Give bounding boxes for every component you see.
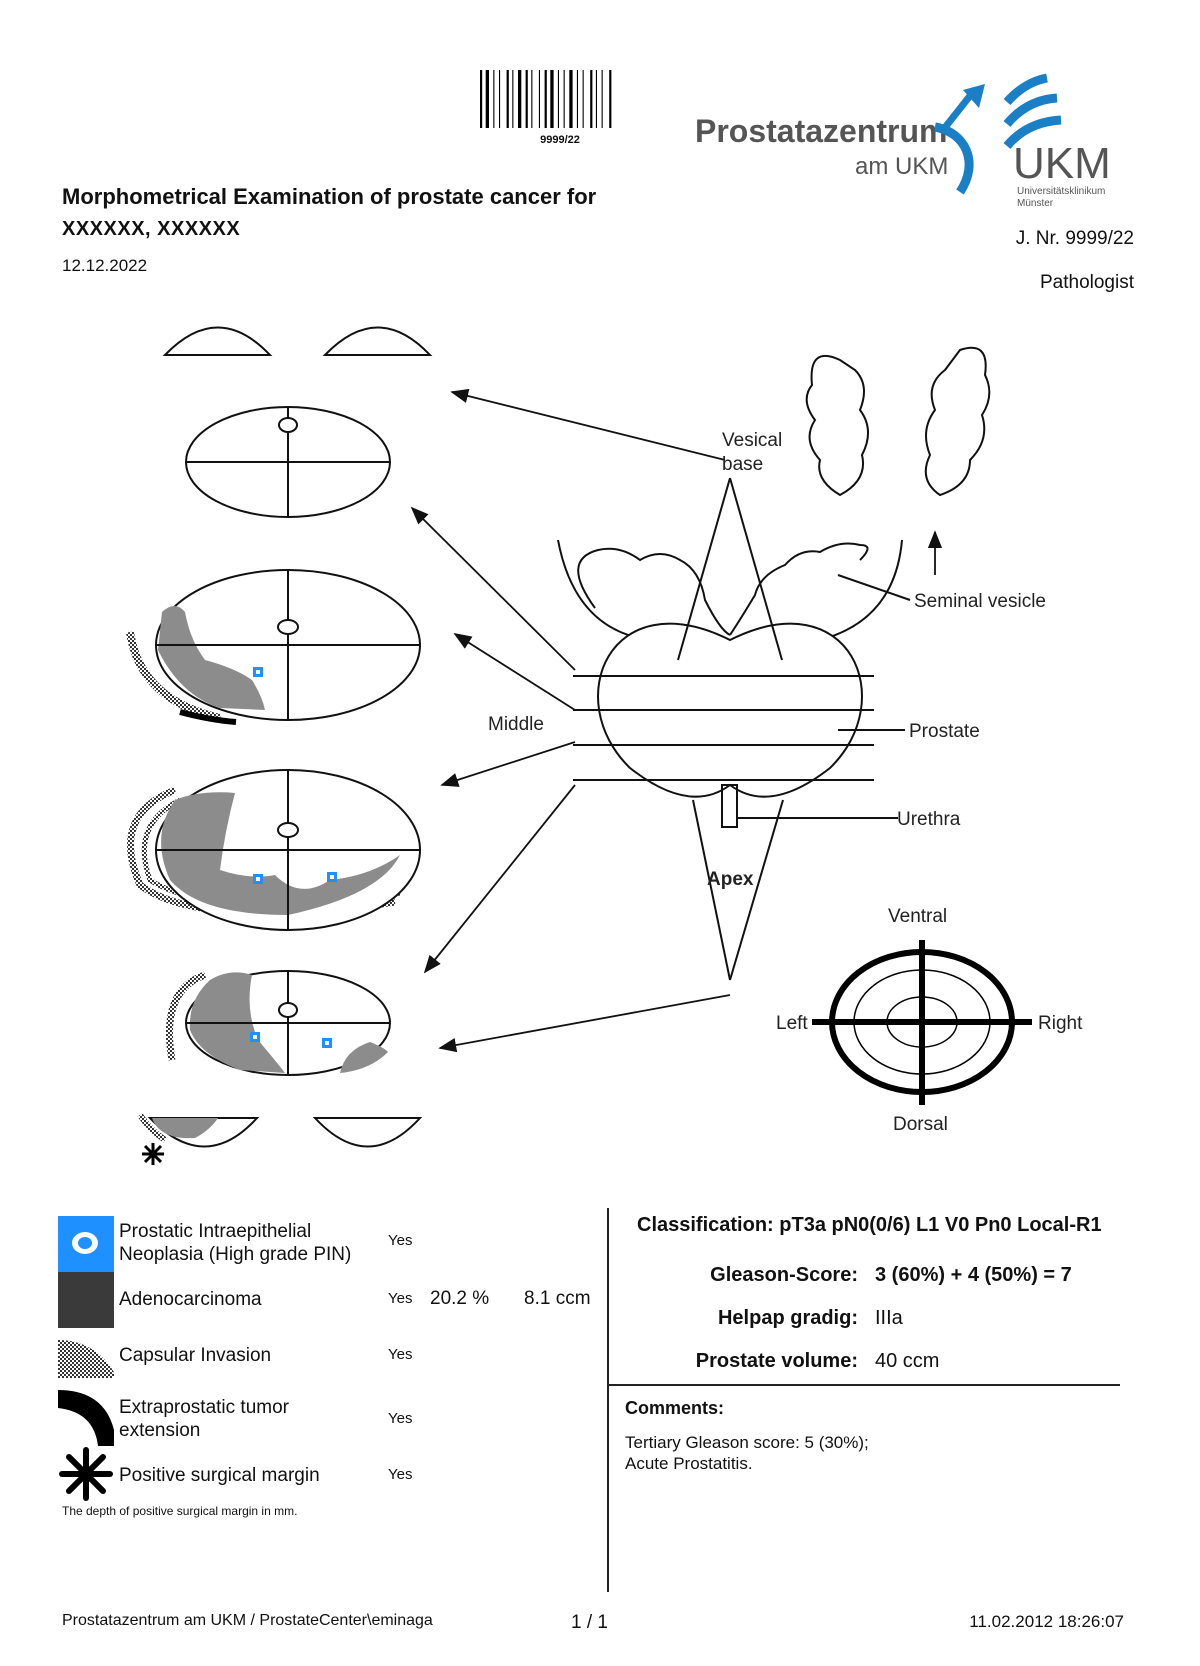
comment-line: Tertiary Gleason score: 5 (30%); [625, 1433, 869, 1452]
patient-name: XXXXXX, XXXXXX [62, 218, 241, 240]
legend-label-pin-line1: Prostatic Intraepithelial [119, 1221, 312, 1242]
label-dorsal: Dorsal [893, 1114, 948, 1135]
legend-present-extraprostatic: Yes [388, 1410, 413, 1427]
adenocarcinoma-percent: 20.2 % [430, 1288, 490, 1309]
ukm-waves-icon [1003, 73, 1062, 150]
legend-label-pin-line2: Neoplasia (High grade PIN) [119, 1244, 352, 1265]
label-apex: Apex [707, 869, 754, 890]
page-number: 1 / 1 [571, 1612, 608, 1633]
section-1 [185, 406, 391, 518]
surgical-margin-icon [59, 1447, 113, 1501]
label-vesical: Vesical [722, 430, 782, 451]
orientation-compass [812, 940, 1032, 1105]
legend-present-capsular-invasion: Yes [388, 1346, 413, 1363]
logo-ukm-sub1: Universitätsklinikum [1017, 186, 1105, 197]
report-title: Morphometrical Examination of prostate c… [62, 184, 597, 209]
classification: Classification: pT3a pN0(0/6) L1 V0 Pn0 … [637, 1214, 1102, 1236]
legend-label-extraprostatic-line1: Extraprostatic tumor [119, 1397, 289, 1418]
adenocarcinoma-icon [58, 1272, 114, 1328]
tumor-region-2 [158, 606, 265, 710]
barcode-number: 9999/22 [540, 134, 580, 146]
adenocarcinoma-volume: 8.1 ccm [524, 1288, 591, 1309]
tumor-region-4b [340, 1042, 388, 1073]
section-3 [127, 769, 421, 931]
comments-title: Comments: [625, 1398, 725, 1418]
legend-present-pin: Yes [388, 1232, 413, 1249]
barcode [480, 70, 612, 128]
base-cap-right [322, 326, 433, 356]
journal-number: J. Nr. 9999/22 [1015, 228, 1134, 249]
prostate-section-diagram: Vesical base Seminal vesicle Middle Pros… [126, 326, 1083, 1165]
horizontal-divider [607, 1384, 1120, 1386]
label-seminal-vesicle: Seminal vesicle [914, 591, 1046, 612]
label-prostate: Prostate [909, 721, 980, 742]
prostate-volume-label: Prostate volume: [695, 1350, 858, 1372]
prostate-volume-value: 40 ccm [875, 1350, 940, 1372]
label-right: Right [1038, 1013, 1083, 1034]
legend-label-surgical-margin: Positive surgical margin [119, 1465, 320, 1486]
helpap-label: Helpap gradig: [717, 1307, 858, 1329]
prostatazentrum-ukm-logo: Prostatazentrum am UKM UKM Universitätsk… [695, 73, 1111, 209]
extraprostatic-extension-icon [58, 1390, 114, 1446]
section-4 [166, 970, 391, 1076]
depth-note: The depth of positive surgical margin in… [62, 1504, 298, 1518]
tumor-region-3 [161, 792, 400, 915]
logo-ukm-sub2: Münster [1017, 198, 1054, 209]
helpap-value: IIIa [875, 1307, 903, 1329]
logo-ukm: UKM [1013, 139, 1111, 188]
gleason-label: Gleason-Score: [710, 1264, 858, 1286]
capsular-invasion-icon [58, 1340, 114, 1378]
base-cap-left [162, 326, 273, 356]
surgical-margin-marker-icon [142, 1143, 164, 1165]
pin-icon [58, 1216, 114, 1272]
footer-timestamp: 11.02.2012 18:26:07 [969, 1612, 1124, 1631]
label-middle: Middle [488, 714, 544, 735]
pathologist-label: Pathologist [1039, 272, 1134, 293]
report-date: 12.12.2022 [62, 256, 148, 275]
gleason-value: 3 (60%) + 4 (50%) = 7 [875, 1264, 1072, 1286]
legend-present-adenocarcinoma: Yes [388, 1290, 413, 1307]
logo-text-sub: am UKM [855, 153, 948, 180]
vertical-divider [607, 1208, 609, 1592]
label-base: base [722, 454, 763, 475]
logo-arrow-icon [940, 89, 976, 133]
apex-cap-right [312, 1117, 423, 1148]
legend-present-surgical-margin: Yes [388, 1466, 413, 1483]
label-ventral: Ventral [888, 906, 947, 927]
comment-line: Acute Prostatitis. [625, 1454, 753, 1473]
legend-label-adenocarcinoma: Adenocarcinoma [119, 1289, 262, 1310]
comments-body: Tertiary Gleason score: 5 (30%); Acute P… [625, 1432, 869, 1474]
section-2 [126, 569, 421, 725]
logo-text-main: Prostatazentrum [695, 113, 948, 149]
label-left: Left [776, 1013, 808, 1034]
tumor-region-5 [152, 1118, 218, 1139]
legend-label-capsular-invasion: Capsular Invasion [119, 1345, 272, 1366]
legend-label-extraprostatic-line2: extension [119, 1420, 201, 1441]
label-urethra: Urethra [897, 809, 961, 830]
footer-source: Prostatazentrum am UKM / ProstateCenter\… [62, 1612, 433, 1629]
prostate-side-view [557, 346, 991, 981]
